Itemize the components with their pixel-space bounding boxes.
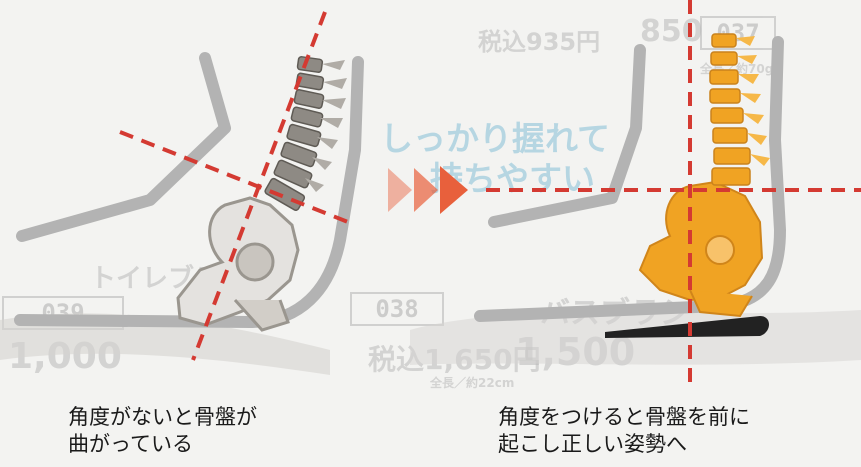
right-pelvis: [638, 180, 764, 318]
price-tax-935: 税込935円: [478, 28, 601, 56]
transition-arrows: [388, 166, 468, 214]
left-guide-pelvis-axis: [119, 130, 349, 224]
right-caption-line1: 角度をつけると骨盤を前に: [498, 405, 750, 429]
right-spine: [709, 33, 751, 186]
arrow-2: [414, 168, 438, 212]
item-code-box-038: 038: [350, 292, 444, 326]
right-chair-backrest: [488, 44, 646, 228]
left-spine-processes: [305, 60, 347, 192]
headline-line1: しっかり握れて: [380, 119, 611, 158]
left-caption: 角度がないと骨盤が 曲がっている: [68, 404, 257, 458]
seat-wedge-cushion: [605, 316, 769, 338]
ground-shadow-left: [0, 313, 330, 375]
right-caption-line2: 起こし正しい姿勢へ: [498, 432, 687, 456]
right-spine-processes: [736, 36, 770, 166]
left-caption-line2: 曲がっている: [68, 432, 193, 456]
left-pelvis: [176, 196, 300, 332]
left-chair-backrest: [16, 52, 231, 242]
left-caption-line1: 角度がないと骨盤が: [68, 405, 257, 429]
left-dashed-guides: [119, 11, 349, 361]
right-caption: 角度をつけると骨盤を前に 起こし正しい姿勢へ: [498, 404, 750, 458]
arrow-3: [440, 166, 468, 214]
arrow-1: [388, 168, 412, 212]
price-850: 850: [640, 14, 703, 49]
right-dashed-guides: [486, 0, 861, 390]
size-038: 全長／約22cm: [430, 376, 515, 390]
left-spine: [264, 56, 325, 211]
